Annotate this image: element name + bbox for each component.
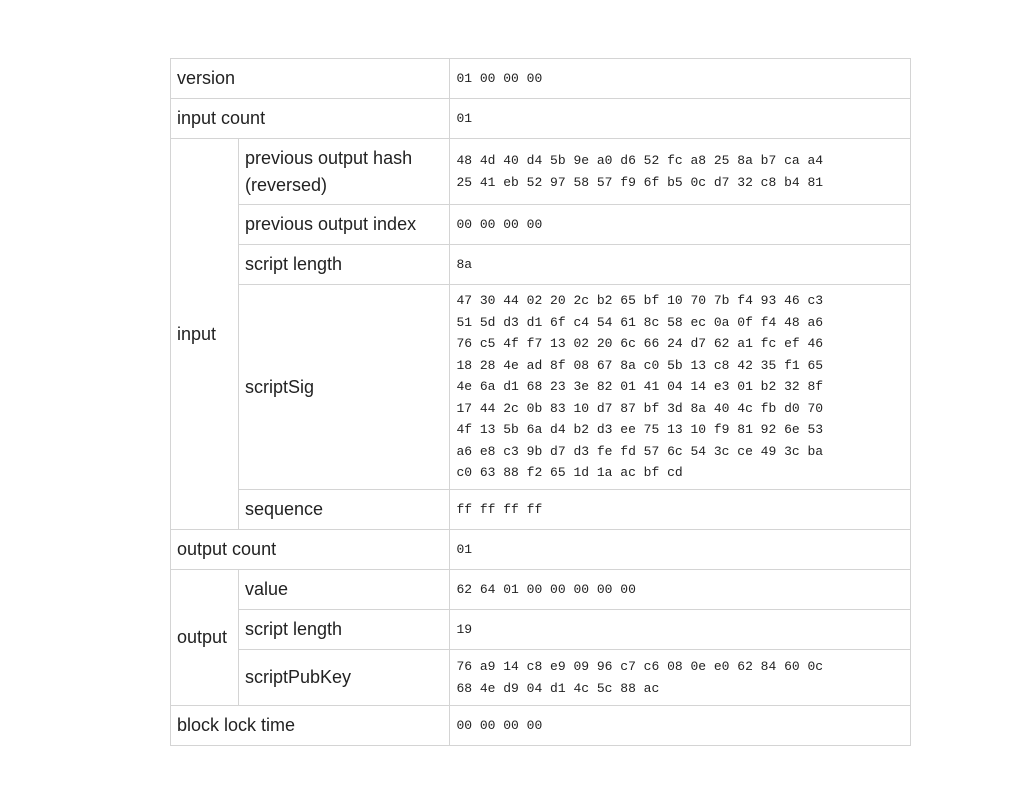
field-label-value: value (237, 569, 451, 610)
hex-line: 62 64 01 00 00 00 00 00 (456, 581, 636, 597)
field-label-version: version (169, 58, 451, 99)
hex-line: 17 44 2c 0b 83 10 d7 87 bf 3d 8a 40 4c f… (456, 400, 824, 416)
table-row-previous-output-index: previous output index 00 00 00 00 (171, 204, 911, 245)
table-row-value: output value 62 64 01 00 00 00 00 00 (170, 569, 911, 706)
field-label-previous-output-hash: previous output hash (reversed) (237, 138, 451, 205)
table-row-previous-output-hash: input previous output hash (reversed) 48… (170, 138, 911, 530)
hex-line: 01 (456, 110, 473, 126)
hex-line: 25 41 eb 52 97 58 57 f9 6f b5 0c d7 32 c… (456, 174, 824, 190)
hex-value-version: 01 00 00 00 (449, 58, 911, 99)
group-label-input: input (170, 138, 239, 530)
table-row-input-count: input count 01 (169, 98, 911, 139)
field-label-scriptpubkey: scriptPubKey (237, 649, 451, 706)
hex-line: 8a (456, 256, 473, 272)
table-row-scriptpubkey: scriptPubKey 76 a9 14 c8 e9 09 96 c7 c6 … (171, 649, 911, 706)
hex-line: 76 a9 14 c8 e9 09 96 c7 c6 08 0e e0 62 8… (456, 659, 824, 674)
field-label-scriptsig: scriptSig (237, 284, 451, 490)
hex-line: 68 4e d9 04 d1 4c 5c 88 ac (456, 680, 660, 696)
hex-value-previous-output-hash: 48 4d 40 d4 5b 9e a0 d6 52 fc a8 25 8a b… (449, 138, 911, 205)
hex-line: 00 00 00 00 (456, 717, 543, 733)
hex-line: 01 (456, 541, 473, 557)
group-label-output: output (170, 569, 239, 706)
label-line: (reversed) (244, 174, 327, 195)
field-label-sequence: sequence (237, 489, 451, 530)
field-label-output-count: output count (169, 529, 451, 570)
table-row-version: version 01 00 00 00 (169, 58, 911, 99)
hex-value-value: 62 64 01 00 00 00 00 00 (449, 569, 911, 610)
hex-line: 47 30 44 02 20 2c b2 65 bf 10 70 7b f4 9… (456, 293, 824, 309)
hex-line: 76 c5 4f f7 13 02 20 6c 66 24 d7 62 a1 f… (456, 336, 824, 352)
hex-value-output-script-length: 19 (449, 609, 911, 650)
hex-value-previous-output-index: 00 00 00 00 (449, 204, 911, 245)
field-label-block-lock-time: block lock time (169, 705, 451, 746)
hex-line: c0 63 88 f2 65 1d 1a ac bf cd (456, 465, 683, 481)
hex-line: a6 e8 c3 9b d7 d3 fe fd 57 6c 54 3c ce 4… (456, 443, 824, 459)
hex-value-scriptsig: 47 30 44 02 20 2c b2 65 bf 10 70 7b f4 9… (449, 284, 911, 490)
hex-line: 51 5d d3 d1 6f c4 54 61 8c 58 ec 0a 0f f… (456, 314, 824, 330)
field-label-output-script-length: script length (237, 609, 451, 650)
hex-line: 4f 13 5b 6a d4 b2 d3 ee 75 13 10 f9 81 9… (456, 422, 824, 438)
table-row-output-count: output count 01 (169, 529, 911, 570)
field-label-previous-output-index: previous output index (237, 204, 451, 245)
hex-line: 00 00 00 00 (456, 216, 543, 232)
hex-line: 19 (456, 621, 473, 637)
label-line: previous output hash (244, 147, 413, 168)
table-row-output-script-length: script length 19 (171, 609, 911, 650)
field-label-input-script-length: script length (237, 244, 451, 285)
hex-line: 01 00 00 00 (456, 70, 543, 86)
hex-value-input-count: 01 (449, 98, 911, 139)
hex-value-scriptpubkey: 76 a9 14 c8 e9 09 96 c7 c6 08 0e e0 62 8… (449, 649, 911, 706)
hex-line: 18 28 4e ad 8f 08 67 8a c0 5b 13 c8 42 3… (456, 357, 824, 373)
field-label-input-count: input count (169, 98, 451, 139)
table-row-input-script-length: script length 8a (171, 244, 911, 285)
table-row-block-lock-time: block lock time 00 00 00 00 (169, 705, 911, 746)
table-row-scriptsig: scriptSig 47 30 44 02 20 2c b2 65 bf 10 … (171, 284, 911, 490)
transaction-table: version 01 00 00 00 input count 01 input… (169, 58, 911, 746)
hex-value-input-script-length: 8a (449, 244, 911, 285)
table-row-sequence: sequence ff ff ff ff (171, 489, 911, 530)
hex-value-sequence: ff ff ff ff (449, 489, 911, 530)
hex-line: 48 4d 40 d4 5b 9e a0 d6 52 fc a8 25 8a b… (456, 153, 824, 168)
hex-value-block-lock-time: 00 00 00 00 (449, 705, 911, 746)
hex-line: 4e 6a d1 68 23 3e 82 01 41 04 14 e3 01 b… (456, 379, 824, 395)
hex-value-output-count: 01 (449, 529, 911, 570)
hex-line: ff ff ff ff (456, 501, 543, 517)
